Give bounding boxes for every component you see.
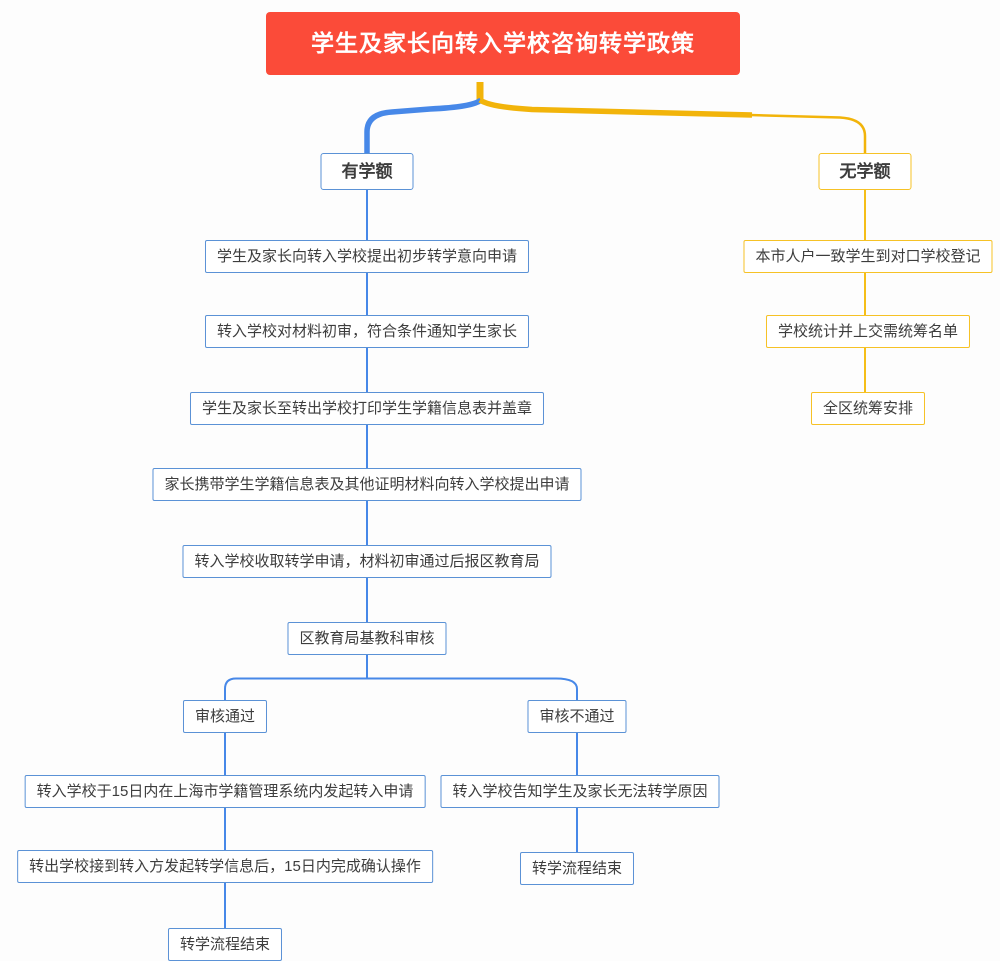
step-pass-outgoing-school-confirm: 转出学校接到转入方发起转学信息后，15日内完成确认操作 [17, 850, 433, 883]
step-fail-notify-reason: 转入学校告知学生及家长无法转学原因 [440, 775, 720, 808]
step-initial-intent-application: 学生及家长向转入学校提出初步转学意向申请 [204, 240, 530, 273]
outcome-fail-label: 审核不通过 [527, 700, 627, 733]
step-district-overall-arrangement: 全区统筹安排 [810, 392, 926, 425]
step-register-at-district-school: 本市人户一致学生到对口学校登记 [743, 240, 993, 273]
branch-label-has-quota: 有学额 [320, 153, 414, 190]
step-fail-process-end: 转学流程结束 [519, 852, 635, 885]
step-pass-initiate-transfer-in-system: 转入学校于15日内在上海市学籍管理系统内发起转入申请 [24, 775, 426, 808]
step-school-submits-overall-list: 学校统计并上交需统筹名单 [765, 315, 971, 348]
flow-title: 学生及家长向转入学校咨询转学政策 [266, 12, 740, 75]
step-material-preliminary-review: 转入学校对材料初审，符合条件通知学生家长 [204, 315, 530, 348]
outcome-pass-label: 审核通过 [182, 700, 268, 733]
step-submit-application-with-materials: 家长携带学生学籍信息表及其他证明材料向转入学校提出申请 [152, 468, 582, 501]
step-bureau-review: 区教育局基教科审核 [287, 622, 447, 655]
step-print-student-record: 学生及家长至转出学校打印学生学籍信息表并盖章 [189, 392, 545, 425]
step-pass-process-end: 转学流程结束 [167, 928, 283, 961]
step-school-reports-to-bureau: 转入学校收取转学申请，材料初审通过后报区教育局 [182, 545, 552, 578]
branch-label-no-quota: 无学额 [818, 153, 912, 190]
